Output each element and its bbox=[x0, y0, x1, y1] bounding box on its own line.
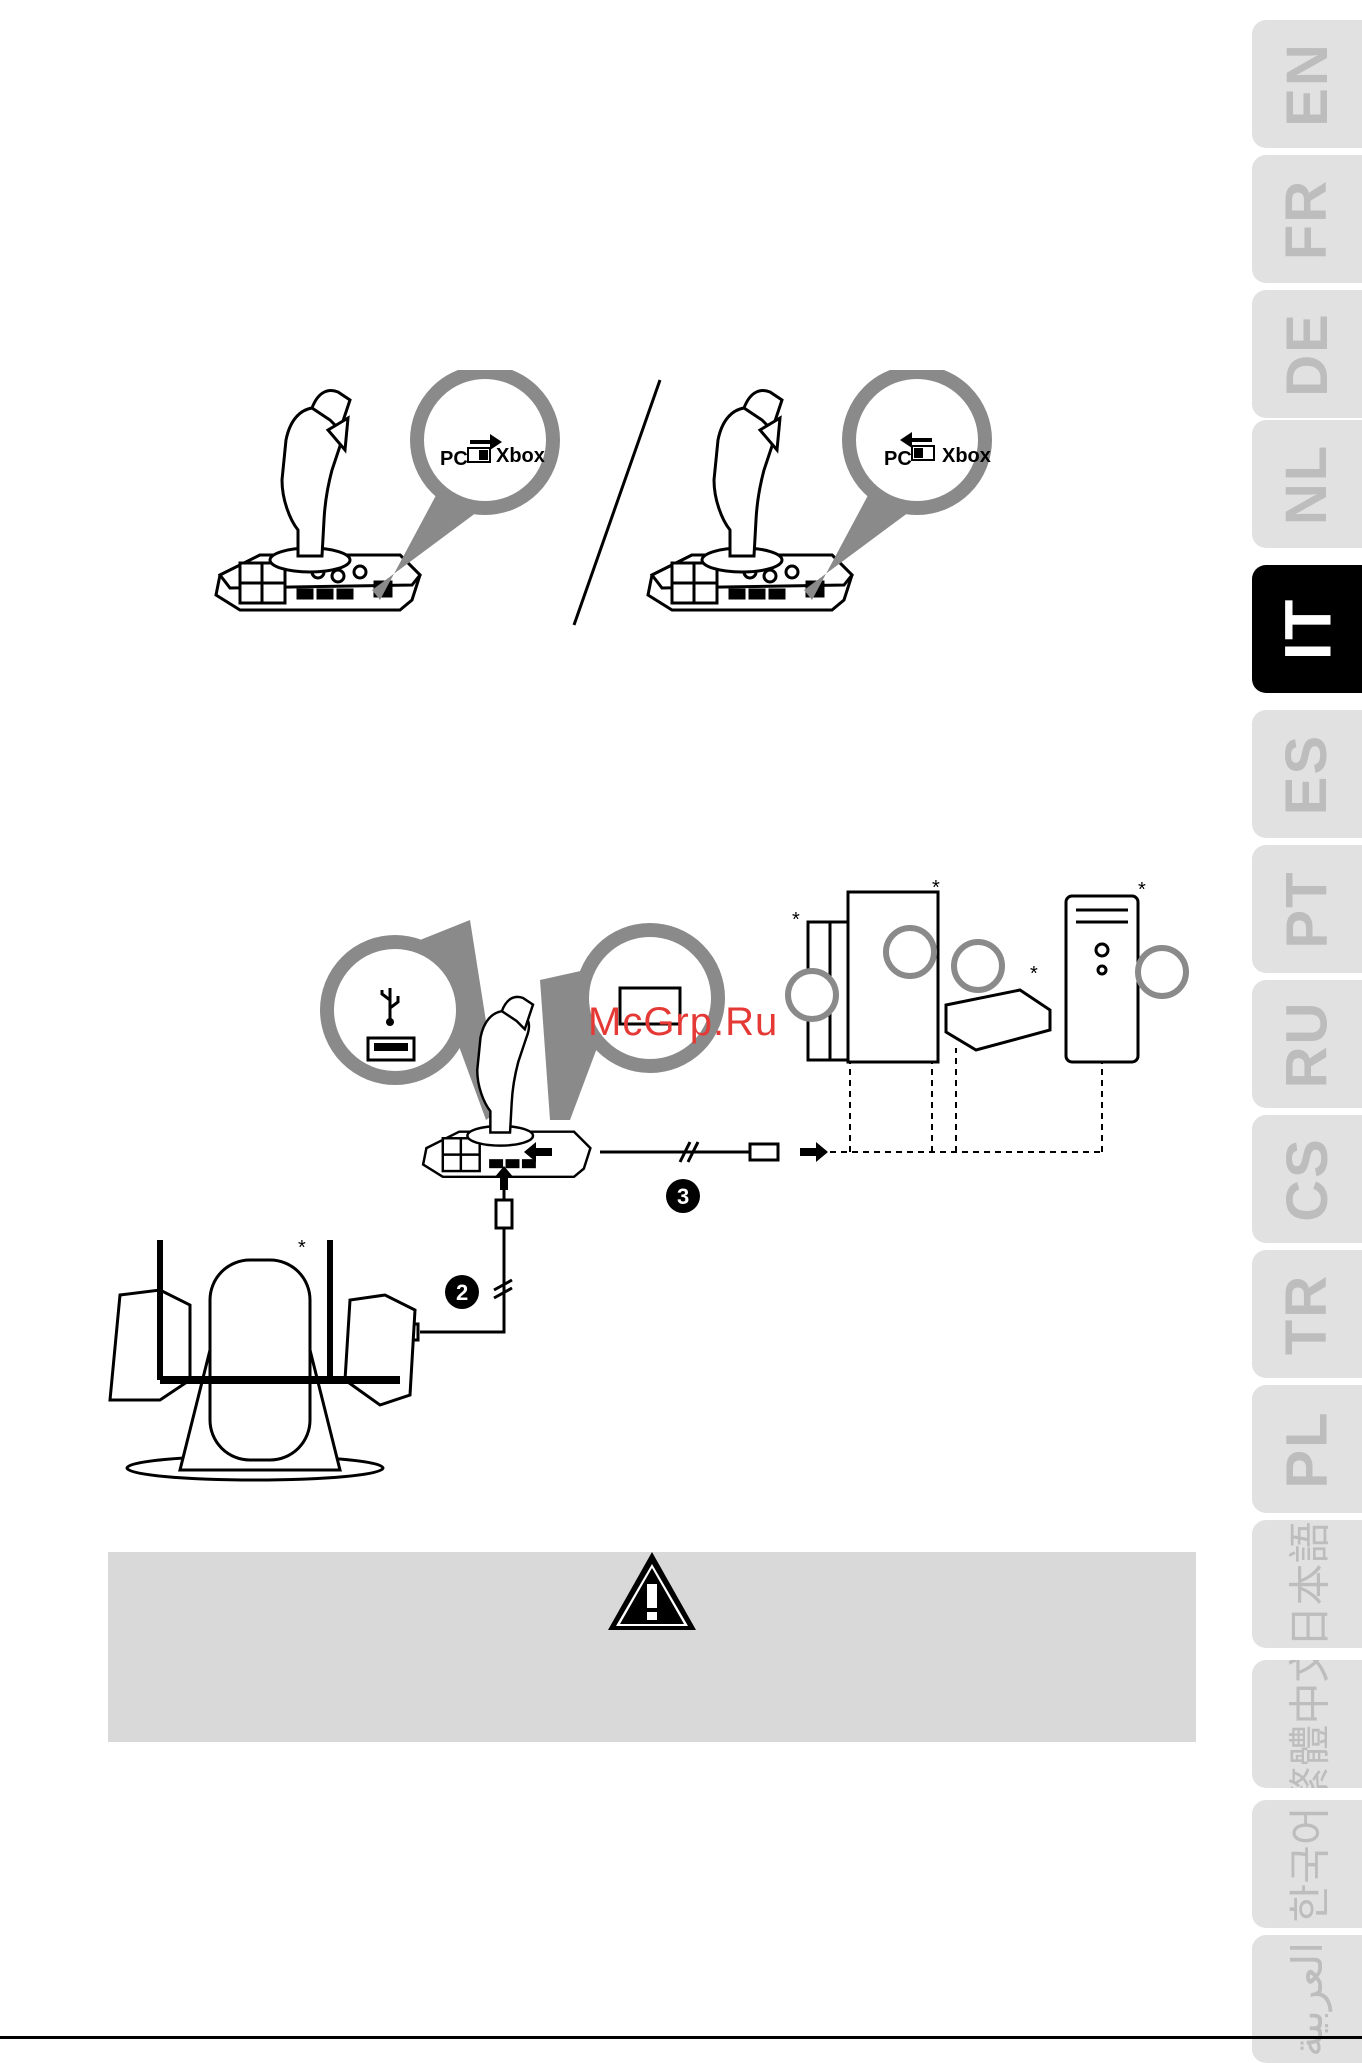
asterisk-series-s: * bbox=[792, 909, 800, 931]
language-tab-label: DE bbox=[1273, 312, 1340, 397]
language-tab[interactable]: FR bbox=[1252, 155, 1362, 283]
language-tab-label: NL bbox=[1273, 443, 1340, 524]
callout-right-xbox-label: Xbox bbox=[942, 445, 991, 467]
language-tab-label: 繁體中文 bbox=[1277, 1660, 1338, 1788]
joystick-right bbox=[648, 391, 852, 610]
connection-diagram: 3 * * * bbox=[100, 880, 1200, 1500]
language-tab[interactable]: RU bbox=[1252, 980, 1362, 1108]
console-series-x bbox=[848, 892, 938, 1062]
step-3-label: 3 bbox=[677, 1184, 689, 1209]
language-tab-label: ES bbox=[1274, 733, 1341, 814]
callout-left-pc-label: PC bbox=[440, 448, 468, 470]
warning-triangle-icon bbox=[604, 1548, 700, 1634]
language-tab-label: IT bbox=[1269, 598, 1345, 661]
usb-bubble-series-s bbox=[788, 971, 836, 1019]
language-tab[interactable]: العربية bbox=[1252, 1935, 1362, 2063]
language-tab[interactable]: ES bbox=[1252, 710, 1362, 838]
mode-switch-diagram: PC Xbox PC Xbox bbox=[200, 370, 1020, 640]
pc-tower bbox=[1066, 896, 1138, 1062]
language-tab[interactable]: 日本語 bbox=[1252, 1520, 1362, 1648]
language-tab[interactable]: CS bbox=[1252, 1115, 1362, 1243]
usb-bubble-xbox-one bbox=[954, 942, 1002, 990]
bottom-rule bbox=[0, 2036, 1362, 2039]
language-tab[interactable]: PL bbox=[1252, 1385, 1362, 1513]
language-tab-label: RU bbox=[1274, 1000, 1341, 1088]
asterisk-pedals: * bbox=[298, 1237, 306, 1259]
asterisk-pc: * bbox=[1138, 880, 1146, 901]
callout-right-pc-label: PC bbox=[884, 448, 912, 470]
language-tab-label: CS bbox=[1273, 1137, 1340, 1222]
step-2-label: 2 bbox=[456, 1280, 468, 1305]
language-tab[interactable]: 한국어 bbox=[1252, 1800, 1362, 1928]
language-tab-label: العربية bbox=[1283, 1942, 1332, 2057]
arrow-to-consoles-icon bbox=[800, 1142, 828, 1162]
asterisk-series-x: * bbox=[932, 880, 940, 899]
divider-slash bbox=[574, 380, 660, 625]
usb-bubble-pc bbox=[1138, 948, 1186, 996]
language-tab-label: PT bbox=[1274, 870, 1341, 948]
asterisk-xbox-one: * bbox=[1030, 963, 1038, 985]
language-tab[interactable]: PT bbox=[1252, 845, 1362, 973]
callout-left-xbox-label: Xbox bbox=[496, 445, 545, 467]
language-tab-label: 日本語 bbox=[1277, 1521, 1338, 1647]
usb-bubble-series-x bbox=[886, 928, 934, 976]
joystick-left bbox=[216, 391, 420, 610]
language-tab[interactable]: TR bbox=[1252, 1250, 1362, 1378]
language-tab-label: PL bbox=[1274, 1410, 1341, 1488]
language-tab-label: 한국어 bbox=[1277, 1806, 1338, 1922]
language-tab-label: TR bbox=[1273, 1273, 1340, 1354]
cable-3 bbox=[600, 1142, 778, 1162]
language-tab[interactable]: DE bbox=[1252, 290, 1362, 418]
language-tab[interactable]: 繁體中文 bbox=[1252, 1660, 1362, 1788]
language-tab-label: FR bbox=[1273, 178, 1340, 259]
language-tab[interactable]: IT bbox=[1252, 565, 1362, 693]
watermark: McGrp.Ru bbox=[588, 1000, 778, 1045]
rudder-pedals bbox=[110, 1240, 415, 1480]
language-tab-label: EN bbox=[1273, 42, 1340, 127]
language-tab[interactable]: NL bbox=[1252, 420, 1362, 548]
console-xbox-one bbox=[946, 990, 1050, 1050]
language-tab[interactable]: EN bbox=[1252, 20, 1362, 148]
